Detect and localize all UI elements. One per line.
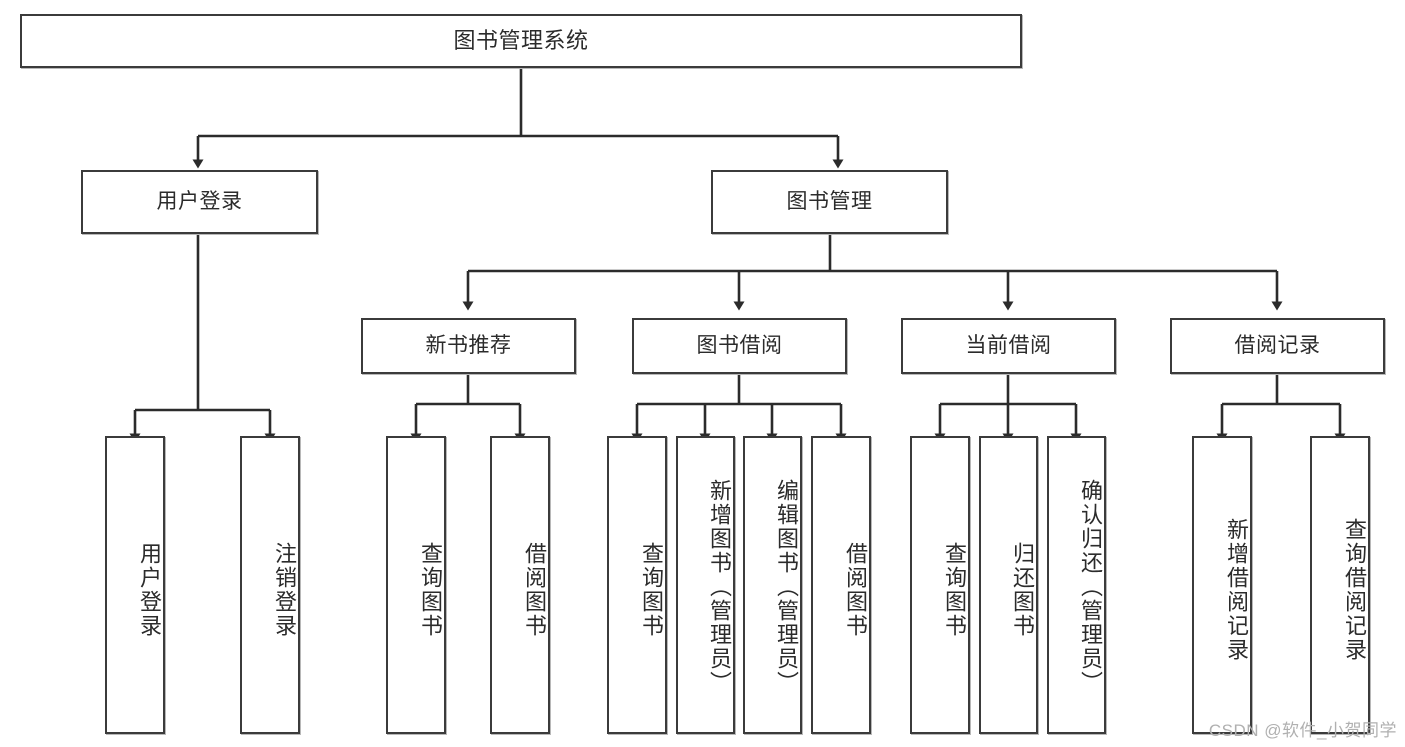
node-label: 新书推荐 xyxy=(425,334,512,358)
leaf-record-query-borrow-record[interactable]: 查询借阅记录 xyxy=(1310,436,1370,734)
node-label: 新增借阅记录 xyxy=(1224,518,1249,662)
node-current-borrowing[interactable]: 当前借阅 xyxy=(901,318,1116,374)
node-label: 借阅图书 xyxy=(522,542,547,638)
node-label: 图书管理 xyxy=(786,190,873,214)
node-root-book-management-system[interactable]: 图书管理系统 xyxy=(20,14,1022,68)
node-label: 归还图书 xyxy=(1010,542,1035,638)
leaf-borrow-edit-book-admin[interactable]: 编辑图书（管理员） xyxy=(743,436,802,734)
node-label: 借阅记录 xyxy=(1234,334,1321,358)
node-new-book-recommendation[interactable]: 新书推荐 xyxy=(361,318,576,374)
node-label: 确认归还（管理员） xyxy=(1078,479,1103,695)
node-label: 用户登录 xyxy=(137,542,162,638)
leaf-new-book-borrow-books[interactable]: 借阅图书 xyxy=(490,436,550,734)
node-label: 查询借阅记录 xyxy=(1342,518,1367,662)
node-label: 注销登录 xyxy=(272,542,297,638)
node-user-login[interactable]: 用户登录 xyxy=(81,170,318,234)
leaf-new-book-query-books[interactable]: 查询图书 xyxy=(386,436,446,734)
node-label: 图书管理系统 xyxy=(453,27,589,53)
node-label: 编辑图书（管理员） xyxy=(774,479,799,695)
leaf-user-login-logout[interactable]: 注销登录 xyxy=(240,436,300,734)
node-borrowing-record[interactable]: 借阅记录 xyxy=(1170,318,1385,374)
node-label: 当前借阅 xyxy=(965,334,1052,358)
node-label: 新增图书（管理员） xyxy=(707,479,732,695)
node-label: 查询图书 xyxy=(942,542,967,638)
node-book-management[interactable]: 图书管理 xyxy=(711,170,948,234)
leaf-user-login-login[interactable]: 用户登录 xyxy=(105,436,165,734)
leaf-record-add-borrow-record[interactable]: 新增借阅记录 xyxy=(1192,436,1252,734)
leaf-borrow-query-books[interactable]: 查询图书 xyxy=(607,436,667,734)
node-label: 用户登录 xyxy=(156,190,243,214)
leaf-current-return-books[interactable]: 归还图书 xyxy=(979,436,1038,734)
node-book-borrowing[interactable]: 图书借阅 xyxy=(632,318,847,374)
leaf-borrow-add-book-admin[interactable]: 新增图书（管理员） xyxy=(676,436,735,734)
watermark-text: CSDN @软件_小贺同学 xyxy=(1208,721,1397,740)
leaf-borrow-borrow-books[interactable]: 借阅图书 xyxy=(811,436,871,734)
leaf-current-query-books[interactable]: 查询图书 xyxy=(910,436,970,734)
node-label: 图书借阅 xyxy=(696,334,783,358)
node-label: 借阅图书 xyxy=(843,542,868,638)
leaf-current-confirm-return-admin[interactable]: 确认归还（管理员） xyxy=(1047,436,1106,734)
node-label: 查询图书 xyxy=(639,542,664,638)
node-label: 查询图书 xyxy=(418,542,443,638)
